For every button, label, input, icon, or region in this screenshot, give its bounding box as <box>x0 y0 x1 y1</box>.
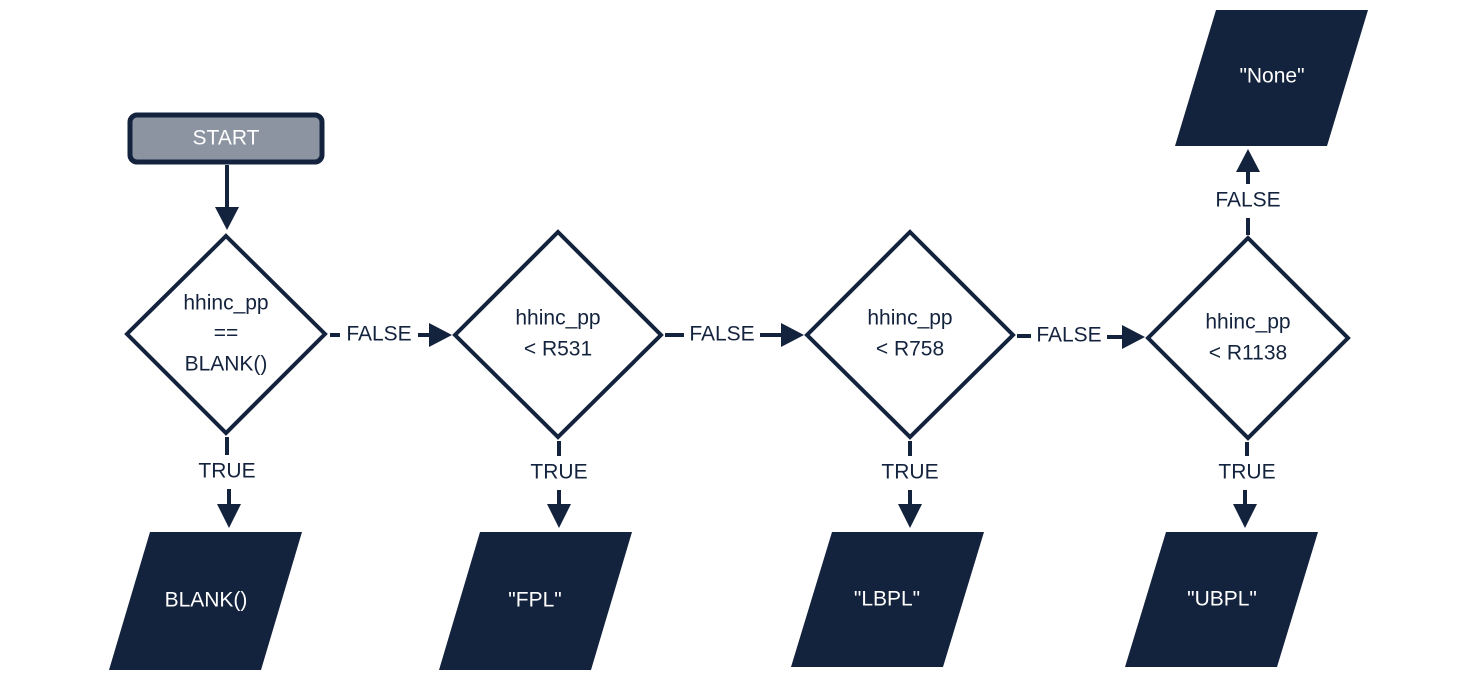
decision-text: BLANK() <box>185 353 268 376</box>
output-shape <box>439 532 632 670</box>
decision-1: hhinc_pp == BLANK() <box>124 233 328 436</box>
decision-text: hhinc_pp <box>183 292 268 315</box>
decision-4: hhinc_pp < R1138 <box>1145 235 1351 441</box>
connector-false-3-to-4: FALSE <box>1017 324 1145 349</box>
decision-text: < R758 <box>876 338 944 361</box>
true-label: TRUE <box>881 461 938 484</box>
start-label: START <box>193 127 260 150</box>
connector-start-to-decision-1 <box>215 165 239 230</box>
false-label: FALSE <box>689 323 754 346</box>
output-shape <box>1175 10 1368 146</box>
arrow-down-icon <box>898 504 922 528</box>
output-ubpl: "UBPL" <box>1125 532 1318 667</box>
true-label: TRUE <box>198 460 255 483</box>
arrow-down-icon <box>547 504 571 528</box>
connector-true-2: TRUE <box>530 441 588 528</box>
decision-2: hhinc_pp < R531 <box>452 229 664 440</box>
output-label: "LBPL" <box>854 588 920 611</box>
arrow-down-icon <box>1233 504 1257 528</box>
false-label: FALSE <box>1215 189 1280 212</box>
connector-false-2-to-3: FALSE <box>665 323 804 347</box>
arrow-right-icon <box>1122 325 1145 349</box>
connector-true-3: TRUE <box>881 441 939 528</box>
connector-false-1-to-2: FALSE <box>330 323 452 347</box>
decision-3: hhinc_pp < R758 <box>804 229 1016 440</box>
arrow-down-icon <box>217 504 241 528</box>
connector-false-4-to-none: FALSE <box>1215 149 1281 235</box>
false-label: FALSE <box>1036 324 1101 347</box>
decision-diamond <box>124 233 328 436</box>
decision-text: hhinc_pp <box>515 307 600 330</box>
false-label: FALSE <box>346 323 411 346</box>
decision-text: hhinc_pp <box>867 307 952 330</box>
decision-text: < R1138 <box>1209 342 1287 365</box>
output-shape <box>791 532 984 667</box>
decision-diamond <box>804 229 1016 440</box>
arrow-down-icon <box>215 207 239 230</box>
output-fpl: "FPL" <box>439 532 632 670</box>
output-label: "FPL" <box>508 589 561 612</box>
decision-diamond <box>1145 235 1351 441</box>
output-shape <box>109 532 302 670</box>
start-box <box>127 112 325 165</box>
start-node: START <box>127 112 325 165</box>
arrow-right-icon <box>429 323 452 347</box>
output-none: "None" <box>1175 10 1368 146</box>
connector-true-1: TRUE <box>198 437 256 528</box>
true-label: TRUE <box>1218 461 1275 484</box>
decision-diamond <box>452 229 664 440</box>
output-label: "None" <box>1239 65 1304 88</box>
decision-text: < R531 <box>524 338 592 361</box>
arrow-right-icon <box>781 323 804 347</box>
output-lbpl: "LBPL" <box>791 532 984 667</box>
output-shape <box>1125 532 1318 667</box>
output-label: "UBPL" <box>1187 588 1257 611</box>
true-label: TRUE <box>530 461 587 484</box>
arrow-up-icon <box>1236 149 1260 172</box>
decision-text: == <box>214 322 239 345</box>
output-blank: BLANK() <box>109 532 302 670</box>
decision-text: hhinc_pp <box>1205 311 1290 334</box>
output-label: BLANK() <box>165 589 248 612</box>
connector-true-4: TRUE <box>1218 442 1276 528</box>
